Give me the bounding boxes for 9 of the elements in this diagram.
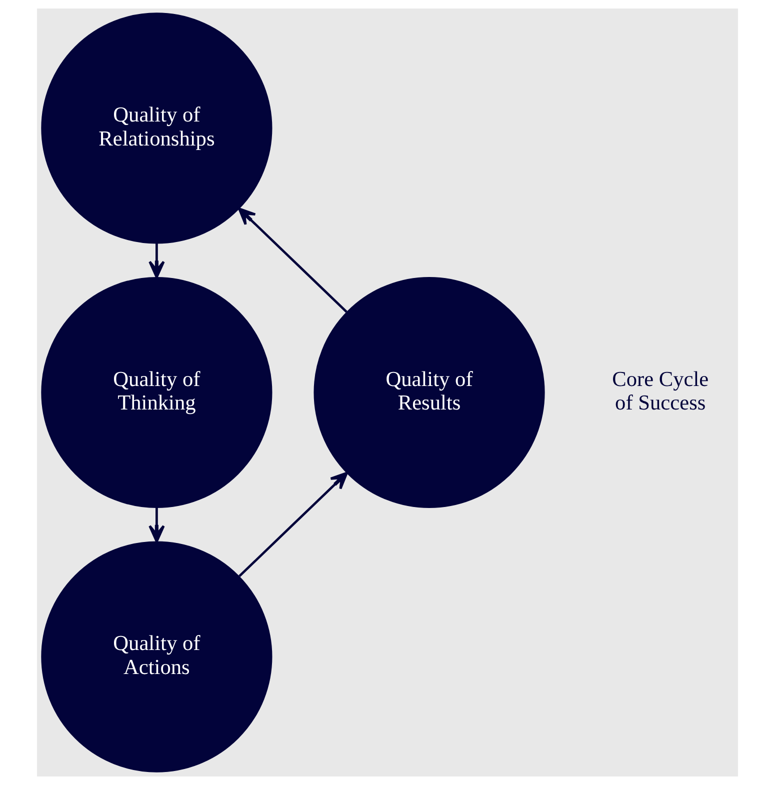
- arrow: [238, 208, 347, 313]
- arrow: [238, 472, 348, 577]
- arrow: [148, 508, 164, 543]
- label: Core Cycle of Success: [612, 366, 708, 415]
- node-circle: Quality of Actions: [40, 541, 272, 772]
- node-circle: Quality of Relationships: [40, 12, 272, 244]
- node-circle: Quality of Results: [313, 276, 544, 508]
- arrow: [148, 244, 164, 278]
- node-circle: Quality of Thinking: [40, 276, 272, 508]
